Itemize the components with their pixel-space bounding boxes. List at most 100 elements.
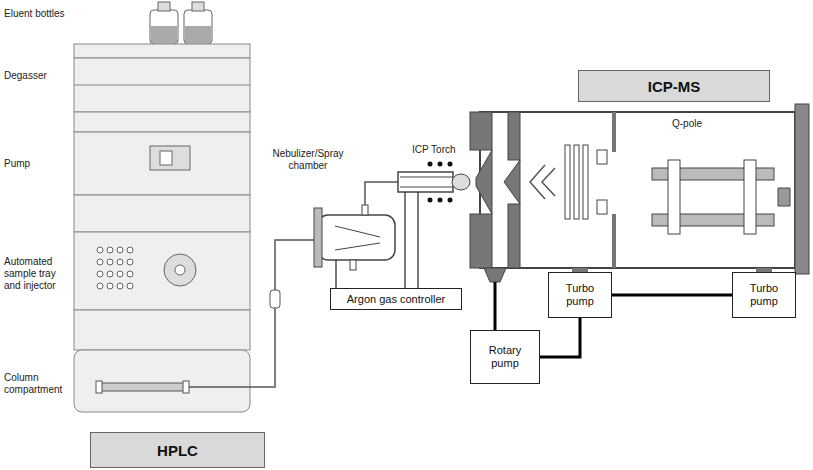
end-plate <box>795 104 809 274</box>
detector <box>778 188 790 206</box>
node-text: Rotary pump <box>475 344 535 369</box>
coil-dot <box>448 198 453 203</box>
lens-plate <box>565 145 570 219</box>
hplc-column <box>100 383 185 391</box>
vial <box>127 259 133 265</box>
chamber-outlet <box>362 205 368 215</box>
spray-chamber <box>318 215 395 260</box>
part-label: Automated sample tray and injector <box>4 256 66 292</box>
chamber-wall <box>612 214 616 268</box>
column-fitting <box>96 381 102 393</box>
node-text: Turbo pump <box>553 282 607 307</box>
lens-block <box>597 200 607 214</box>
part-label: ICP Torch <box>412 144 472 156</box>
sampler-cone <box>476 150 492 214</box>
interface-cones <box>470 112 520 282</box>
eluent-bottle <box>184 10 212 44</box>
node-text: ICP-MS <box>648 78 701 95</box>
pump-head <box>160 151 172 165</box>
module-band <box>74 195 250 232</box>
vial <box>107 283 113 289</box>
turbo-pump-box: Turbo pump <box>548 272 612 318</box>
lens-block <box>597 150 607 164</box>
coil-dot <box>428 198 433 203</box>
interface-wall <box>508 204 520 268</box>
coil-dot <box>438 198 443 203</box>
section-label: ICP-MS <box>578 70 770 102</box>
vial <box>117 283 123 289</box>
injector-valve <box>164 254 196 286</box>
coil-dot <box>428 162 433 167</box>
vial <box>127 247 133 253</box>
drain <box>350 260 356 270</box>
sample-tubing <box>189 240 318 387</box>
skimmer-cone <box>504 160 520 204</box>
eluent-liquid <box>151 26 177 43</box>
chamber-wall <box>612 112 616 152</box>
section-label: HPLC <box>90 432 265 468</box>
valve-center <box>175 265 185 275</box>
node-text: HPLC <box>157 442 198 459</box>
interface-wall <box>470 112 492 150</box>
gas-controller-box: Argon gas controller <box>330 288 462 310</box>
part-label: Q-pole <box>672 118 732 130</box>
rf-coil <box>428 162 453 203</box>
vial <box>107 271 113 277</box>
vacuum-line <box>540 318 580 357</box>
vial <box>117 259 123 265</box>
aerosol-tube <box>365 182 398 205</box>
part-label: Nebulizer/Spray chamber <box>262 148 354 172</box>
interface-wall <box>508 112 520 160</box>
vial <box>107 259 113 265</box>
lens-plate <box>583 145 588 219</box>
vial <box>97 271 103 277</box>
module-band <box>74 310 250 350</box>
vacuum-line <box>612 294 732 297</box>
vacuum-line <box>494 282 497 330</box>
vial <box>97 283 103 289</box>
ion-lenses <box>565 145 607 219</box>
turbo-pump-box: Turbo pump <box>732 272 796 318</box>
vial <box>117 247 123 253</box>
lens-plate <box>574 145 579 219</box>
module-band <box>74 112 250 132</box>
plasma <box>452 174 470 190</box>
vial <box>97 259 103 265</box>
column-compartment <box>74 350 250 412</box>
interface-port <box>484 268 506 282</box>
vial <box>127 271 133 277</box>
interface-wall <box>470 214 492 268</box>
argon-lines <box>336 192 418 288</box>
ms-housing <box>480 112 795 268</box>
module-seam <box>74 85 250 86</box>
pump-module <box>74 132 250 195</box>
solvent-tray <box>74 44 250 58</box>
inline-filter <box>270 290 280 308</box>
part-label: Degasser <box>4 70 70 82</box>
bottle-cap <box>192 2 204 11</box>
part-label: Eluent bottles <box>4 8 72 20</box>
node-text: Turbo pump <box>737 282 791 307</box>
part-label: Column compartment <box>4 372 72 396</box>
torch-tubes <box>400 177 453 187</box>
eluent-liquid <box>185 26 211 43</box>
vial <box>127 283 133 289</box>
eluent-bottle <box>150 10 178 44</box>
node-text: Argon gas controller <box>347 293 445 306</box>
part-label: Pump <box>4 158 70 170</box>
vial <box>117 271 123 277</box>
rotary-pump-box: Rotary pump <box>470 330 540 384</box>
bottle-cap <box>158 2 170 11</box>
hplc-stack <box>74 2 250 412</box>
nebulizer-flange <box>314 208 322 267</box>
injector-module <box>74 232 250 310</box>
rod-support <box>668 160 680 234</box>
column-fitting <box>183 381 189 393</box>
spray-cone <box>335 226 380 250</box>
vial <box>97 247 103 253</box>
icp-torch <box>398 172 453 192</box>
sample-vials <box>97 247 133 289</box>
rod-support <box>744 160 756 234</box>
degasser-module <box>74 58 250 112</box>
